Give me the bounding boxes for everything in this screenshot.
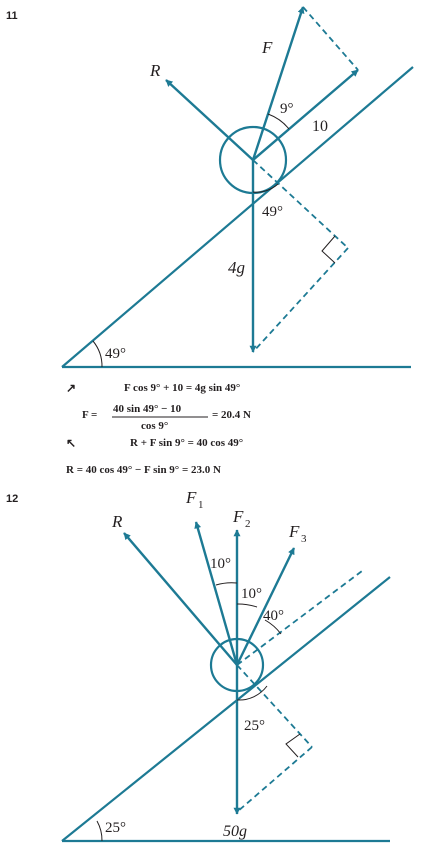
p11-working-line-2-numerator: 40 sin 49° − 10 [113, 403, 182, 415]
p12-label-R: R [111, 512, 123, 531]
p11-label-angle-9: 9° [280, 101, 294, 117]
p12-label-angle-25: 25° [244, 718, 265, 734]
p11-incline-line [61, 66, 414, 368]
p11-label-F: F [261, 38, 273, 57]
p11-label-R: R [149, 61, 161, 80]
p11-working-arrow-2: ↖ [66, 436, 76, 450]
p12-label-F1-subscript: 1 [198, 499, 204, 511]
p11-working-line-2-denominator: cos 9° [141, 420, 168, 432]
p12-force-R-arrow [123, 532, 238, 666]
p11-force-10-arrow [252, 69, 359, 161]
p11-force-F-arrow [251, 6, 305, 161]
p12-label-F2: F [232, 507, 244, 526]
p11-dashed-weight-perp [252, 159, 349, 249]
p11-dashed-F-component [302, 6, 359, 71]
p12-dashed-slope-direction [236, 570, 363, 666]
p12-label-F3-subscript: 3 [301, 533, 307, 545]
p11-angle-9-arc [267, 113, 290, 130]
p12-label-F1: F [185, 488, 197, 507]
p11-working-line-4: R = 40 cos 49° − F sin 9° = 23.0 N [66, 464, 221, 476]
p11-force-R-arrow [165, 79, 254, 161]
p11-label-force-10: 10 [312, 118, 328, 135]
p12-right-angle-mark [285, 733, 301, 758]
p12-force-F1-arrow [194, 521, 239, 666]
p11-working-line-2-lhs: F = [82, 409, 97, 421]
p11-working-arrow-1: ↗ [66, 381, 76, 395]
problem-11-number: 11 [6, 10, 18, 22]
p11-base-angle-arc [92, 340, 103, 368]
p12-angle-40-arc [264, 619, 282, 635]
p12-label-base-angle: 25° [105, 820, 126, 836]
p11-working-line-2-result: = 20.4 N [212, 409, 251, 421]
p12-base-angle-arc [96, 820, 103, 842]
p12-angle-10-upper-arc [215, 582, 238, 586]
p12-label-angle-10-upper: 10° [210, 556, 231, 572]
p12-dashed-weight-along [236, 746, 313, 813]
p12-angle-25-arc [236, 685, 268, 701]
problem-12-number: 12 [6, 493, 18, 505]
p11-working-line-1: F cos 9° + 10 = 4g sin 49° [124, 382, 240, 394]
p11-angle-49-arc [252, 183, 279, 193]
p11-working-line-3: R + F sin 9° = 40 cos 49° [130, 437, 243, 449]
p12-incline-line [61, 576, 391, 842]
p12-label-angle-10-lower: 10° [241, 586, 262, 602]
p12-label-F2-subscript: 2 [245, 518, 251, 530]
p11-label-base-angle: 49° [105, 346, 126, 362]
p11-right-angle-mark [321, 235, 336, 264]
p11-label-angle-49: 49° [262, 204, 283, 220]
p11-label-weight: 4g [228, 258, 245, 277]
p11-dashed-weight-along [252, 247, 349, 353]
p12-label-F3: F [288, 522, 300, 541]
p12-dashed-weight-perp [236, 664, 313, 748]
p12-angle-10-lower-arc [236, 603, 258, 608]
p12-force-F3-arrow [235, 547, 296, 666]
p12-label-weight: 50g [223, 823, 247, 840]
p12-label-angle-40: 40° [263, 608, 284, 624]
